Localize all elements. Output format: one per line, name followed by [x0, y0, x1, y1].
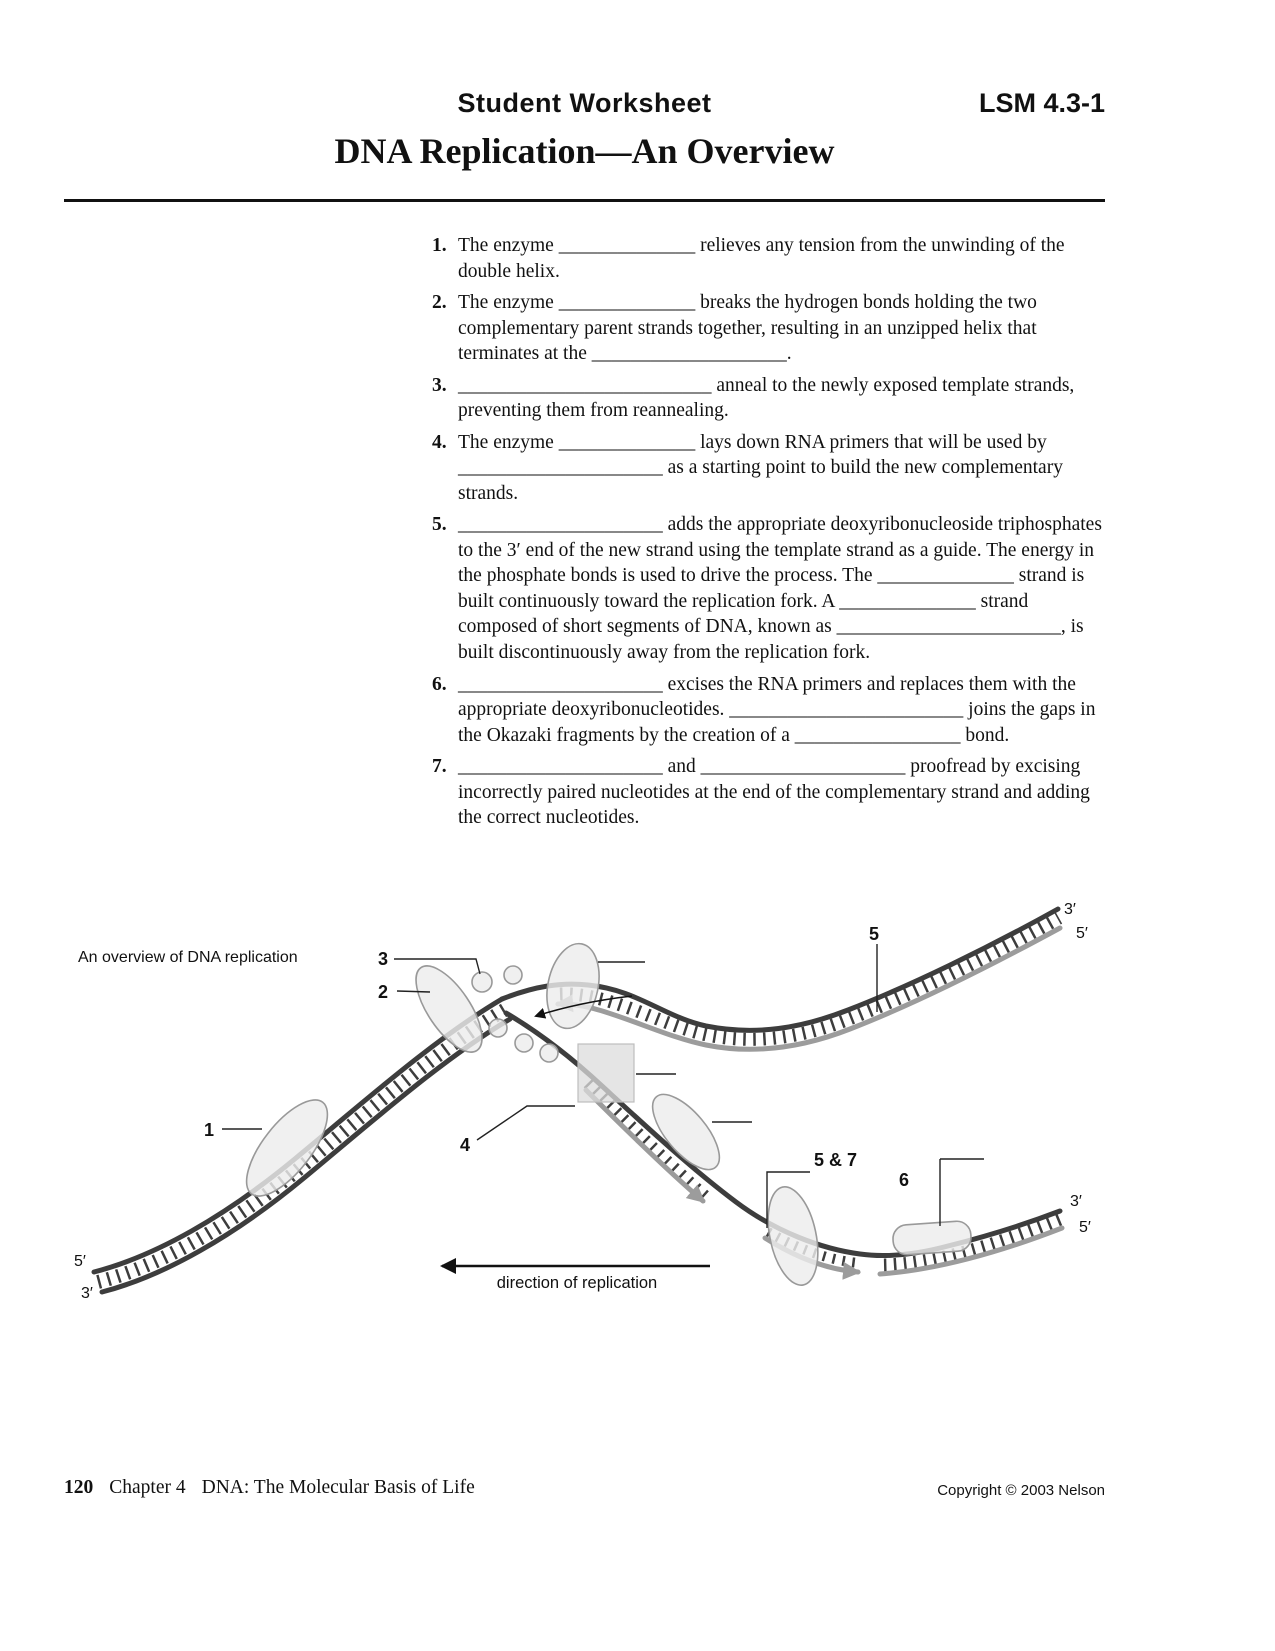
okazaki-fragment-strand — [583, 1087, 706, 1204]
right-3-prime-label: 3′ — [1070, 1193, 1082, 1210]
ssb-protein-circle — [488, 1018, 508, 1038]
label-2: 2 — [378, 982, 388, 1002]
rna-primer-box — [577, 1043, 635, 1103]
question-number: 7. — [432, 756, 447, 778]
diagram-svg: An overview of DNA replication 3 2 1 4 5… — [74, 901, 1091, 1302]
ssb-protein-circle — [514, 1033, 534, 1053]
polymerase-proofreading-ellipse — [767, 1186, 819, 1286]
question-item: 5. _____________________ adds the approp… — [432, 512, 1110, 665]
label-5: 5 — [869, 924, 879, 944]
diagram-caption: An overview of DNA replication — [78, 949, 298, 966]
topoisomerase-ellipse — [245, 1099, 329, 1197]
question-number: 2. — [432, 292, 447, 314]
question-text: The enzyme ______________ relieves any t… — [458, 235, 1065, 282]
leader-line — [476, 1105, 575, 1141]
dna-ligase-capsule — [892, 1220, 972, 1256]
book-section-title: DNA: The Molecular Basis of Life — [201, 1477, 475, 1498]
question-text: _____________________ adds the appropria… — [458, 514, 1102, 663]
dna-replication-diagram: An overview of DNA replication 3 2 1 4 5… — [0, 876, 1275, 1331]
helicase-ellipse — [415, 965, 483, 1053]
question-text: The enzyme ______________ breaks the hyd… — [458, 292, 1037, 365]
parent-strand-bottom-rail — [99, 1016, 513, 1295]
fork-movement-arrow — [534, 995, 633, 1019]
label-4: 4 — [460, 1135, 470, 1155]
question-item: 7. _____________________ and ___________… — [432, 754, 1110, 831]
question-text: The enzyme ______________ lays down RNA … — [458, 431, 1063, 504]
top-right-3-prime-label: 3′ — [1064, 901, 1076, 918]
leader-line — [394, 958, 481, 975]
question-item: 3. __________________________ anneal to … — [432, 373, 1110, 424]
bottom-left-3-prime-label: 3′ — [81, 1285, 93, 1302]
new-leading-strand — [555, 925, 1063, 1052]
question-item: 6. _____________________ excises the RNA… — [432, 672, 1110, 749]
leader-line — [766, 1171, 810, 1228]
worksheet-code: LSM 4.3-1 — [978, 88, 1105, 118]
label-1: 1 — [204, 1120, 214, 1140]
worksheet-label: Student Worksheet — [457, 88, 712, 118]
question-text: _____________________ and ______________… — [458, 756, 1090, 829]
footer-left: 120 Chapter 4 DNA: The Molecular Basis of … — [64, 1477, 475, 1499]
question-item: 2. The enzyme ______________ breaks the … — [432, 290, 1110, 367]
bottom-left-5-prime-label: 5′ — [74, 1253, 86, 1270]
title-rule — [64, 199, 1105, 202]
question-text: __________________________ anneal to the… — [458, 374, 1075, 422]
ssb-protein-circle — [471, 971, 493, 993]
right-5-prime-label: 5′ — [1079, 1219, 1091, 1236]
label-6: 6 — [899, 1170, 909, 1190]
ssb-protein-circle — [539, 1043, 559, 1063]
leader-line — [396, 990, 431, 993]
direction-of-replication-label: direction of replication — [497, 1274, 658, 1292]
lagging-ladder-rungs — [883, 1212, 1063, 1272]
new-lagging-strand — [877, 1225, 1065, 1277]
label-3: 3 — [378, 949, 388, 969]
question-number: 5. — [432, 514, 447, 536]
question-item: 1. The enzyme ______________ relieves an… — [432, 233, 1110, 284]
primase-ellipse — [546, 942, 600, 1030]
question-number: 1. — [432, 235, 447, 256]
top-right-5-prime-label: 5′ — [1076, 925, 1088, 942]
parent-duplex-rungs — [96, 1002, 510, 1289]
label-5-and-7: 5 & 7 — [814, 1150, 857, 1170]
question-number: 4. — [432, 431, 447, 453]
page-number: 120 — [64, 1477, 94, 1498]
question-list: 1. The enzyme ______________ relieves an… — [432, 233, 1110, 837]
dna-polymerase-ellipse — [651, 1093, 721, 1171]
page-title: DNA Replication—An Overview — [334, 131, 835, 171]
question-number: 6. — [432, 673, 447, 695]
question-number: 3. — [432, 374, 447, 396]
ssb-protein-circle — [503, 965, 523, 985]
question-text: _____________________ excises the RNA pr… — [458, 673, 1096, 746]
chapter-label: Chapter 4 — [109, 1477, 186, 1498]
question-item: 4. The enzyme ______________ lays down R… — [432, 430, 1110, 507]
copyright-notice: Copyright © 2003 Nelson — [937, 1482, 1105, 1499]
